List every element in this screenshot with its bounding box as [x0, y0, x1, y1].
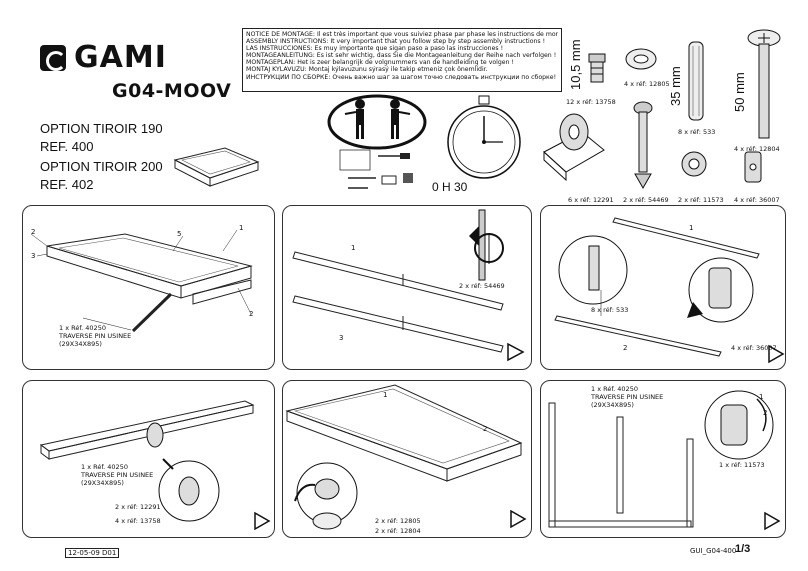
notice-line: ASSEMBLY INSTRUCTIONS: It very important…: [246, 38, 546, 46]
part-number: 1: [239, 224, 244, 232]
part-number: 1: [351, 244, 356, 252]
part-label: 1 x Réf. 40250 TRAVERSE PIN USINEE (29X3…: [591, 385, 663, 409]
part-size: (29X34X895): [81, 479, 124, 487]
hardware-label: 2 x réf: 54469: [623, 196, 669, 204]
option-title: OPTION TIROIR 200: [40, 159, 163, 174]
part-number: 1: [759, 393, 764, 401]
assembly-notice: NOTICE DE MONTAGE: Il est très important…: [242, 28, 562, 92]
model-name: G04-MOOV: [112, 80, 232, 102]
cam-screw-icon: [588, 53, 606, 83]
part-number: 1: [383, 391, 388, 399]
long-bolt-icon: [747, 29, 781, 139]
screw-label: 2 x réf: 12291: [115, 503, 161, 511]
dimension-label: 10,5 mm: [568, 39, 583, 90]
notice-line: MONTAJ KYLAVUZU: Montaj kýlavuzunu sýras…: [246, 66, 488, 74]
part-number: 1: [689, 224, 694, 232]
part-ref: 1 x Réf. 40250: [591, 385, 638, 393]
step-panel-6: 1 x Réf. 40250 TRAVERSE PIN USINEE (29X3…: [540, 380, 786, 538]
washer-icon: [625, 48, 657, 70]
hardware-label: 2 x réf: 11573: [678, 196, 724, 204]
drawer-overview-illustration: [173, 147, 260, 187]
screw-label: 8 x réf: 533: [591, 306, 629, 314]
part-number: 2: [31, 228, 36, 236]
screw-label: 4 x réf: 13758: [115, 517, 161, 525]
tools-icon: [339, 149, 413, 189]
part-number: 2: [623, 344, 628, 352]
stopwatch-icon: [447, 95, 521, 179]
drawer-frame-illustration: [30, 229, 253, 333]
screw-label: 2 x réf: 12805: [375, 517, 421, 525]
hardware-label: 4 x réf: 12805: [624, 80, 670, 88]
two-people-icon: [327, 94, 427, 150]
notice-line: MONTAGEPLAN: Het is zeer belangrijk de v…: [246, 59, 514, 67]
step-panel-3: 1 2 8 x réf: 533 4 x réf: 36007: [540, 205, 786, 370]
option-ref: REF. 402: [40, 177, 94, 192]
gami-logo-icon: [40, 44, 66, 71]
part-size: (29X34X895): [59, 340, 102, 348]
option-title: OPTION TIROIR 190: [40, 121, 163, 136]
hardware-label: 4 x réf: 12804: [734, 145, 780, 153]
step-panel-2: 1 3 2 x réf: 54469: [282, 205, 532, 370]
hardware-label: 6 x réf: 12291: [568, 196, 614, 204]
cam-lock-icon: [681, 151, 707, 177]
option-block-2: OPTION TIROIR 200 REF. 402: [40, 158, 163, 194]
page-number: 1/3: [735, 543, 751, 555]
part-name: TRAVERSE PIN USINEE: [591, 393, 664, 401]
rails-illustration: [292, 209, 525, 362]
notice-line: ИНСТРУКЦИИ ПО СБОРКЕ: Очень важно шаг за…: [246, 73, 557, 81]
part-ref: 1 x Réf. 40250: [59, 324, 106, 332]
part-number: 2: [763, 409, 768, 417]
traverse-wheel-illustration: [39, 400, 271, 531]
revision-date: 12-05-09 D01: [65, 548, 120, 558]
part-number: 2: [483, 425, 488, 433]
document-ref: GUI_G04-400: [690, 547, 737, 555]
part-number: 5: [177, 230, 182, 238]
hardware-label: 8 x réf: 533: [678, 128, 716, 136]
notice-line: NOTICE DE MONTAGE: Il est très important…: [246, 31, 558, 38]
step-panel-5: 1 2 2 x réf: 12805 2 x réf: 12804: [282, 380, 532, 538]
brand-logo: GAMI: [40, 40, 167, 75]
hardware-label: 4 x réf: 36007: [734, 196, 780, 204]
rail-connector-illustration: [554, 217, 785, 364]
option-block-1: OPTION TIROIR 190 REF. 400: [40, 120, 163, 156]
brand-name: GAMI: [74, 40, 167, 75]
part-name: TRAVERSE PIN USINEE: [59, 332, 132, 340]
part-label: 1 x Réf. 40250 TRAVERSE PIN USINEE (29X3…: [81, 463, 153, 487]
part-number: 3: [31, 252, 36, 260]
step-panel-4: 1 x Réf. 40250 TRAVERSE PIN USINEE (29X3…: [22, 380, 275, 538]
frame-closeup-illustration: [548, 390, 781, 531]
hardware-label: 12 x réf: 13758: [566, 98, 616, 106]
screw-label: 1 x réf: 11573: [719, 461, 765, 469]
part-label: 1 x Réf. 40250 TRAVERSE PIN USINEE (29X3…: [59, 324, 131, 348]
notice-line: LAS INSTRUCCIONES: Es muy importante que…: [246, 45, 504, 53]
part-number: 3: [339, 334, 344, 342]
part-name: TRAVERSE PIN USINEE: [81, 471, 154, 479]
screw-label: 2 x réf: 12804: [375, 527, 421, 535]
wooden-dowel-icon: [688, 41, 704, 121]
screw-label: 4 x réf: 36007: [731, 344, 777, 352]
castor-wheel-icon: [543, 113, 605, 182]
step-panel-1: 2 3 5 1 2 1 x Réf. 40250 TRAVERSE PIN US…: [22, 205, 275, 370]
dimension-label: 35 mm: [668, 66, 683, 106]
option-ref: REF. 400: [40, 139, 94, 154]
screw-label: 2 x réf: 54469: [459, 282, 505, 290]
notice-line: MONTAGEANLEITUNG: Es ist sehr wichtig, d…: [246, 52, 557, 60]
part-size: (29X34X895): [591, 401, 634, 409]
part-number: 2: [249, 310, 254, 318]
assembly-time: 0 H 30: [432, 180, 468, 194]
connector-bolt-icon: [633, 101, 653, 190]
part-ref: 1 x Réf. 40250: [81, 463, 128, 471]
drawer-assembly-illustration: [285, 384, 527, 530]
barrel-nut-icon: [744, 151, 762, 183]
